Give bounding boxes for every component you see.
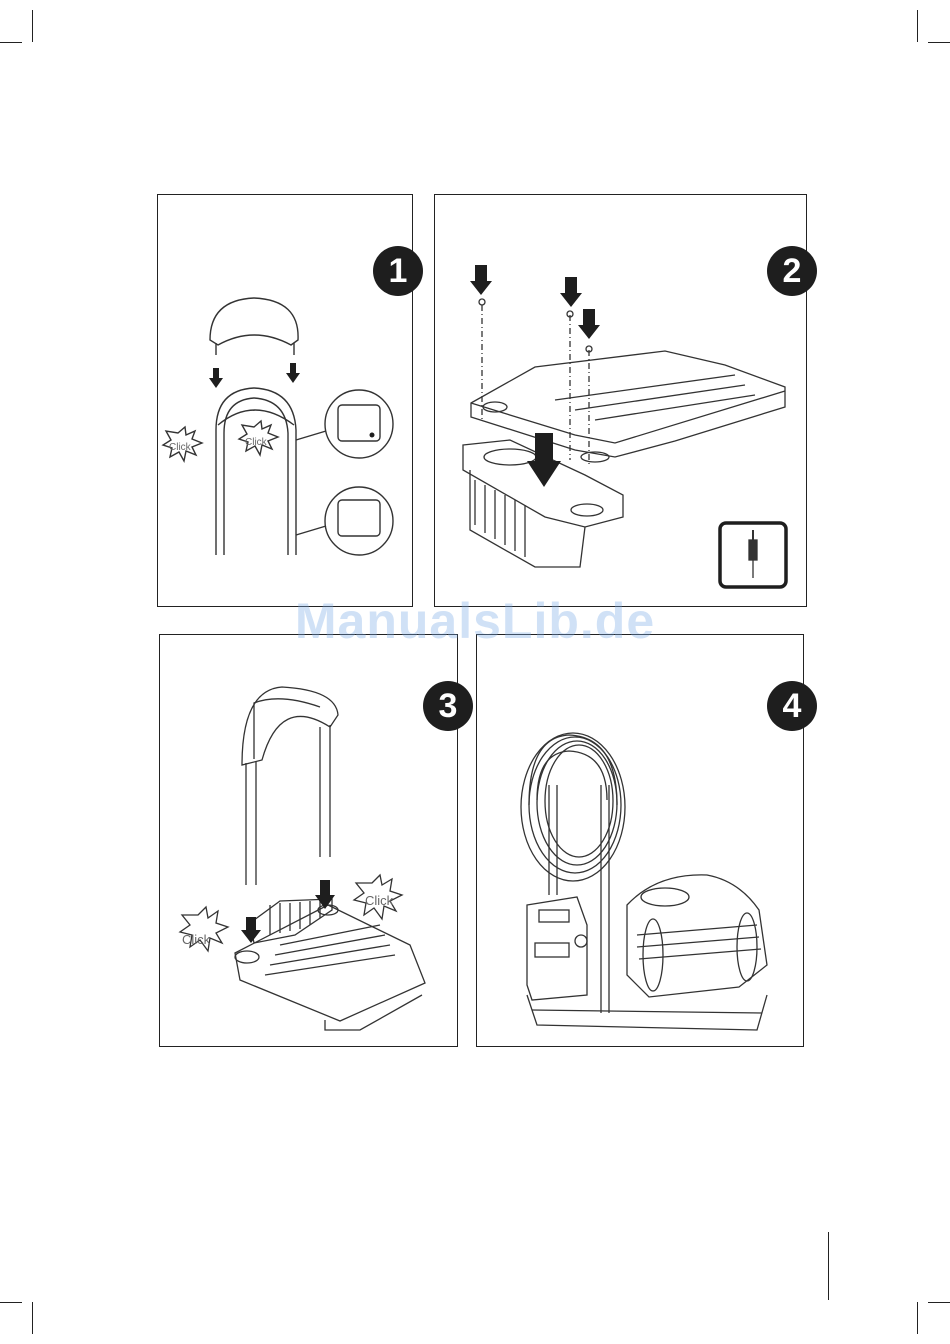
crop-mark-bl-v <box>32 1302 33 1334</box>
step-3-click-right: Click <box>365 893 393 908</box>
step-1-click-left: Click <box>169 442 191 453</box>
step-4-number: 4 <box>767 681 817 731</box>
crop-mark-br-v <box>917 1302 918 1334</box>
crop-mark-tl-h <box>0 42 22 43</box>
watermark: ManualsLib.de <box>0 592 950 650</box>
step-2-number: 2 <box>767 246 817 296</box>
step-1-panel: 1 Click Click <box>157 194 413 607</box>
crop-mark-bl-h <box>0 1302 22 1303</box>
step-3-number: 3 <box>423 681 473 731</box>
crop-mark-tl-v <box>32 10 33 42</box>
step-4-panel: 4 <box>476 634 804 1047</box>
caddy-assembly-illustration <box>160 635 459 1048</box>
base-screw-assembly-illustration <box>435 195 808 608</box>
step-1-number: 1 <box>373 246 423 296</box>
crop-mark-tr-h <box>928 42 950 43</box>
step-2-panel: 2 <box>434 194 807 607</box>
step-3-click-left: Click <box>182 932 210 947</box>
step-1-click-right: Click <box>245 437 267 448</box>
page-edge-rule <box>828 1232 829 1300</box>
crop-mark-tr-v <box>917 10 918 42</box>
step-3-panel: 3 Click Click <box>159 634 458 1047</box>
handle-assembly-illustration <box>158 195 414 608</box>
complete-unit-illustration <box>477 635 805 1048</box>
crop-mark-br-h <box>928 1302 950 1303</box>
